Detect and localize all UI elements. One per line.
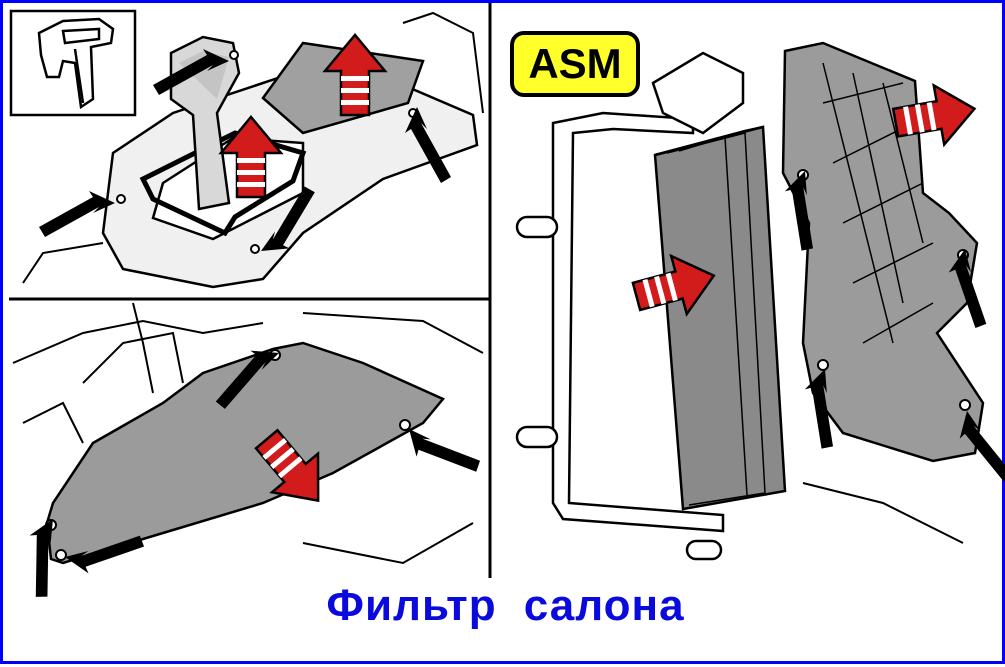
panel-dividers [9, 3, 492, 578]
diagram-caption: Фильтр салона [326, 581, 685, 630]
clip-detail-icon [37, 17, 115, 110]
filter-element [653, 125, 787, 511]
asm-badge: ASM [510, 31, 640, 97]
console-top-panel [22, 11, 484, 289]
illustration-canvas [4, 3, 1005, 602]
cabin-filter-panel [515, 41, 985, 561]
